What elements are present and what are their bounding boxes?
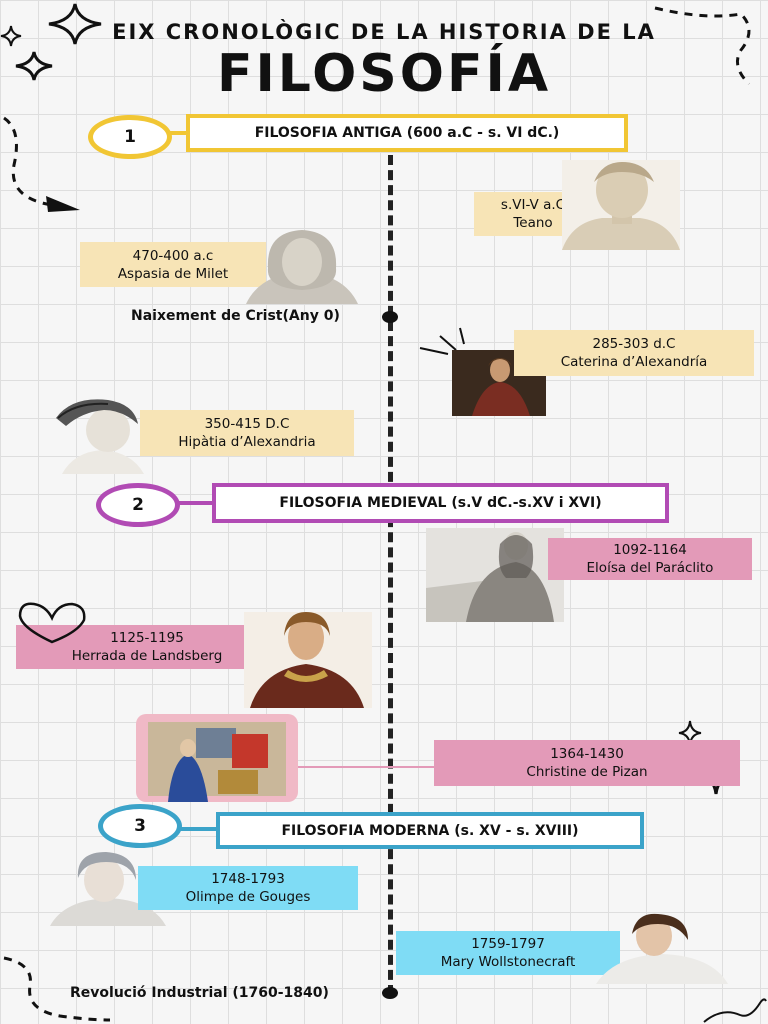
philosopher-card: 1748-1793 Olimpe de Gouges bbox=[138, 866, 358, 910]
portrait-image bbox=[246, 228, 358, 304]
philosopher-card: 285-303 d.C Caterina d’Alexandría bbox=[514, 330, 754, 376]
portrait-image bbox=[52, 396, 144, 474]
card-connector bbox=[298, 766, 436, 768]
period-number: 2 bbox=[96, 483, 180, 527]
philosopher-card: 350-415 D.C Hipàtia d’Alexandria bbox=[140, 410, 354, 456]
philosopher-card: 1364-1430 Christine de Pizan bbox=[434, 740, 740, 786]
philosopher-years: 470-400 a.c bbox=[133, 247, 214, 265]
portrait-image bbox=[244, 612, 372, 708]
timeline-marker bbox=[382, 311, 398, 323]
philosopher-card: 1759-1797 Mary Wollstonecraft bbox=[396, 931, 620, 975]
philosopher-name: Caterina d’Alexandría bbox=[561, 353, 708, 371]
event-label: Revolució Industrial (1760-1840) bbox=[70, 985, 329, 1001]
subtitle: EIX CRONOLÒGIC DE LA HISTORIA DE LA bbox=[0, 20, 768, 44]
philosopher-years: 285-303 d.C bbox=[593, 335, 676, 353]
event-label: Naixement de Crist(Any 0) bbox=[131, 308, 340, 324]
philosopher-years: 1364-1430 bbox=[550, 745, 624, 763]
portrait-image bbox=[426, 528, 564, 622]
philosopher-name: Eloísa del Paráclito bbox=[587, 559, 714, 577]
philosopher-name: Christine de Pizan bbox=[526, 763, 647, 781]
philosopher-years: 1759-1797 bbox=[471, 935, 545, 953]
philosopher-name: Herrada de Landsberg bbox=[72, 647, 223, 665]
period-label: FILOSOFIA MODERNA (s. XV - s. XVIII) bbox=[216, 812, 644, 849]
philosopher-name: Mary Wollstonecraft bbox=[441, 953, 576, 971]
philosopher-card: 1092-1164 Eloísa del Paráclito bbox=[548, 538, 752, 580]
philosopher-years: 350-415 D.C bbox=[205, 415, 290, 433]
philosopher-years: 1092-1164 bbox=[613, 541, 687, 559]
period-label: FILOSOFIA MEDIEVAL (s.V dC.-s.XV i XVI) bbox=[212, 483, 669, 523]
swirl-icon bbox=[700, 995, 768, 1024]
philosopher-card: 470-400 a.c Aspasia de Milet bbox=[80, 242, 266, 287]
philosopher-name: Hipàtia d’Alexandria bbox=[178, 433, 315, 451]
philosopher-years: 1125-1195 bbox=[110, 629, 184, 647]
portrait-image bbox=[136, 714, 298, 802]
heart-icon bbox=[14, 600, 90, 646]
period-number: 3 bbox=[98, 804, 182, 848]
timeline-axis bbox=[388, 155, 393, 995]
philosopher-years: s.VI-V a.C bbox=[501, 196, 565, 214]
philosopher-name: Aspasia de Milet bbox=[118, 265, 228, 283]
page-title: FILOSOFÍA bbox=[0, 44, 768, 104]
period-number: 1 bbox=[88, 115, 172, 159]
period-label: FILOSOFIA ANTIGA (600 a.C - s. VI dC.) bbox=[186, 114, 628, 152]
period-connector bbox=[176, 827, 220, 831]
dashed-arrow-icon bbox=[0, 110, 90, 220]
timeline-marker bbox=[382, 987, 398, 999]
portrait-image bbox=[588, 912, 732, 984]
portrait-image bbox=[562, 160, 680, 250]
philosopher-years: 1748-1793 bbox=[211, 870, 285, 888]
philosopher-name: Teano bbox=[513, 214, 552, 232]
philosopher-name: Olimpe de Gouges bbox=[186, 888, 311, 906]
